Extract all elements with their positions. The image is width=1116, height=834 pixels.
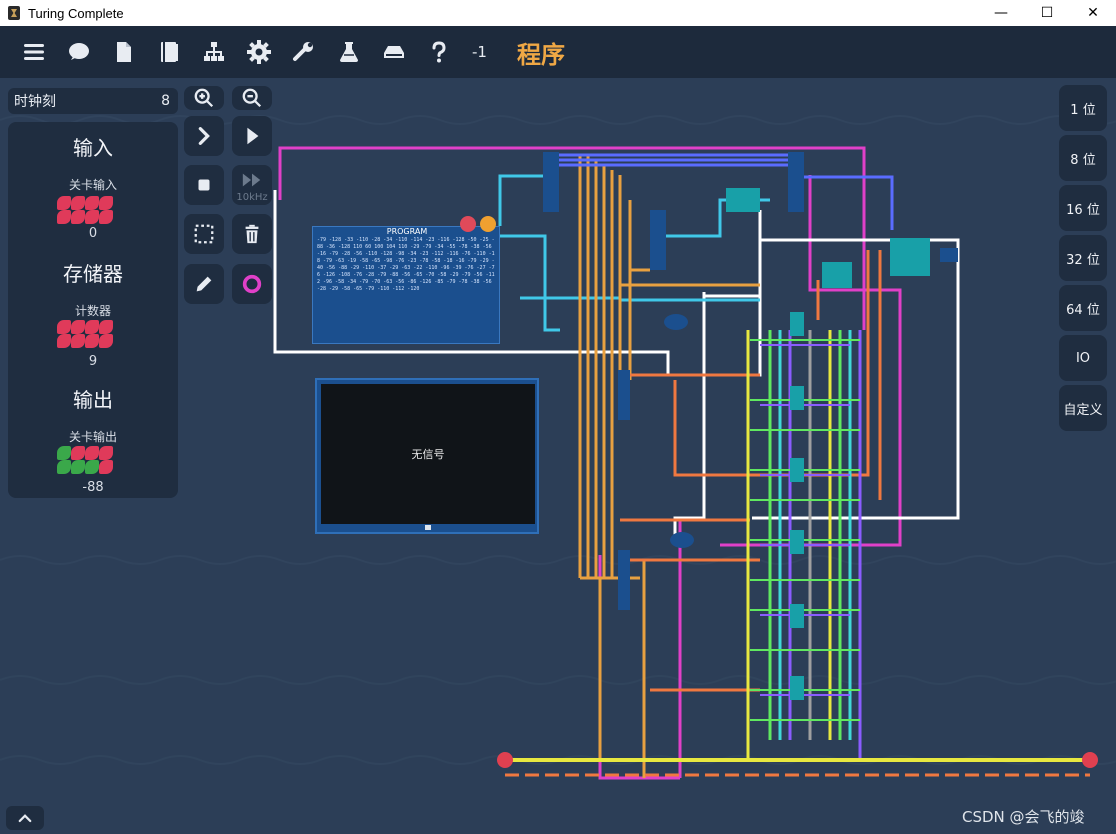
speed-label: 10kHz <box>236 192 268 203</box>
main-toolbar: -1 程序 <box>0 26 1116 78</box>
circuit-wires <box>0 115 1116 780</box>
program-title: PROGRAM <box>386 227 428 236</box>
tick-label: 时钟刻 <box>14 94 56 110</box>
scroll-up-button[interactable] <box>6 806 44 830</box>
output-pins <box>55 446 115 476</box>
hierarchy-icon[interactable] <box>202 40 226 64</box>
input-sub-label: 关卡输入 <box>68 178 117 192</box>
program-component[interactable]: PROGRAM -79 -128 -33 -110 -28 -34 -110 -… <box>312 226 500 344</box>
bit-1-button[interactable]: 1 位 <box>1059 85 1107 131</box>
selection-icon <box>194 224 214 244</box>
program-save-icon[interactable] <box>460 216 476 232</box>
play-icon <box>247 127 259 145</box>
book-icon[interactable] <box>157 40 181 64</box>
step-button[interactable] <box>184 116 224 156</box>
help-icon[interactable] <box>427 40 451 64</box>
maximize-button[interactable]: ☐ <box>1040 5 1054 21</box>
watermark: CSDN @会飞的竣 <box>962 808 1085 826</box>
flask-icon[interactable] <box>337 40 361 64</box>
output-value: -88 <box>82 480 104 495</box>
storage-sub-label: 计数器 <box>74 304 111 318</box>
storage-heading: 存储器 <box>63 262 123 286</box>
no-signal-text: 无信号 <box>411 448 445 461</box>
select-button[interactable] <box>184 214 224 254</box>
custom-button[interactable]: 自定义 <box>1059 385 1107 431</box>
chevron-up-icon <box>18 814 32 823</box>
color-button[interactable] <box>232 264 272 304</box>
app-logo-icon <box>8 6 20 20</box>
tick-value: 8 <box>161 93 170 109</box>
zoom-in-button[interactable] <box>184 86 224 110</box>
counter-pins <box>55 320 115 350</box>
level-io-panel: 输入 关卡输入 0 存储器 计数器 9 输出 关卡输出 -88 <box>8 122 178 498</box>
display-screen[interactable]: 无信号 <box>315 378 539 534</box>
io-button[interactable]: IO <box>1059 335 1107 381</box>
program-edit-icon[interactable] <box>480 216 496 232</box>
zoom-in-icon <box>194 88 214 108</box>
wrench-icon[interactable] <box>292 40 316 64</box>
bit-16-button[interactable]: 16 位 <box>1059 185 1107 231</box>
bit-8-button[interactable]: 8 位 <box>1059 135 1107 181</box>
chat-icon[interactable] <box>67 40 91 64</box>
output-sub-label: 关卡输出 <box>68 430 117 444</box>
input-heading: 输入 <box>73 136 113 160</box>
level-counter: -1 <box>472 43 487 61</box>
stop-button[interactable] <box>184 165 224 205</box>
window-titlebar: Turing Complete — ☐ ✕ <box>0 0 1116 26</box>
window-controls: — ☐ ✕ <box>978 0 1116 26</box>
input-pins <box>55 196 115 226</box>
bit-32-button[interactable]: 32 位 <box>1059 235 1107 281</box>
gear-icon[interactable] <box>247 40 271 64</box>
storage-value: 9 <box>88 354 98 369</box>
trash-icon <box>245 224 259 244</box>
page-title: 程序 <box>516 40 565 69</box>
input-value: 0 <box>88 226 98 241</box>
minimize-button[interactable]: — <box>994 5 1008 21</box>
fast-forward-icon <box>242 173 261 187</box>
stop-icon <box>198 179 210 191</box>
bit-64-button[interactable]: 64 位 <box>1059 285 1107 331</box>
pencil-icon <box>196 276 212 292</box>
drive-icon[interactable] <box>382 40 406 64</box>
pencil-button[interactable] <box>184 264 224 304</box>
window-title: Turing Complete <box>28 5 124 21</box>
menu-icon[interactable] <box>22 40 46 64</box>
circuit-canvas[interactable] <box>0 78 1116 834</box>
color-ring-icon <box>242 274 262 294</box>
zoom-out-button[interactable] <box>232 86 272 110</box>
close-button[interactable]: ✕ <box>1087 5 1099 21</box>
delete-button[interactable] <box>232 214 272 254</box>
fast-forward-button[interactable]: 10kHz <box>232 165 272 205</box>
program-listing: -79 -128 -33 -110 -28 -34 -110 -114 -23 … <box>317 237 495 292</box>
output-heading: 输出 <box>73 388 113 412</box>
chevron-right-icon <box>198 127 210 145</box>
screen-indicator <box>425 525 431 530</box>
play-button[interactable] <box>232 116 272 156</box>
file-icon[interactable] <box>112 40 136 64</box>
tick-counter: 时钟刻 8 <box>8 88 178 114</box>
zoom-out-icon <box>242 88 262 108</box>
screen-display: 无信号 <box>321 384 535 524</box>
